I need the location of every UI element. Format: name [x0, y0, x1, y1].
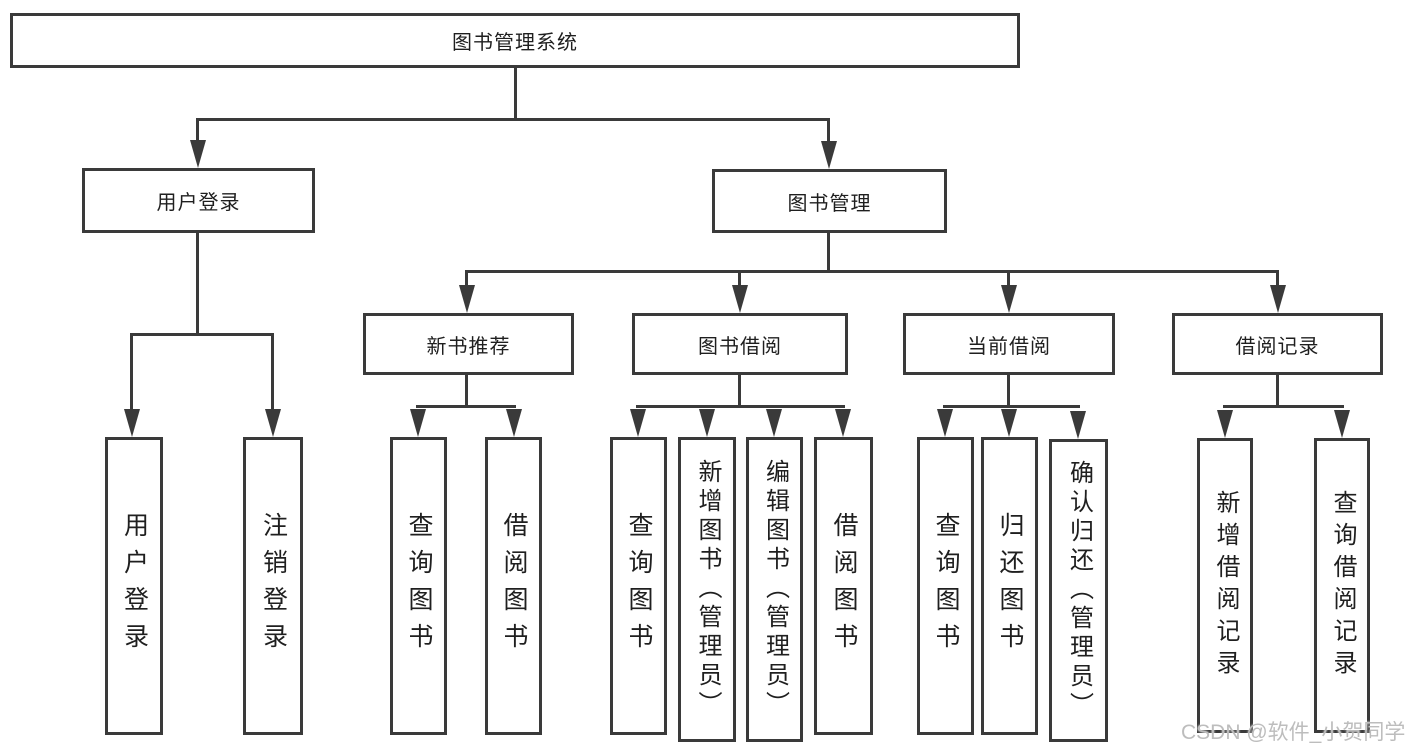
arrow-down-nbr-query [410, 409, 426, 437]
node-user-login-label: 用户登录 [156, 192, 241, 214]
connector-new-book-split [416, 405, 516, 408]
leaf-bb-query-books: 查询图书 [610, 437, 667, 735]
connector-root-split [196, 118, 830, 121]
connector-to-leaf-logout [271, 334, 274, 411]
leaf-bb-edit-books-admin-label: 编辑图书（管理员） [761, 459, 789, 720]
node-user-login: 用户登录 [82, 168, 315, 233]
leaf-nbr-query-books-label: 查询图书 [405, 512, 433, 660]
node-new-book-recommend: 新书推荐 [363, 313, 574, 375]
arrow-down-br-add [1217, 410, 1233, 438]
arrow-down-nbr-borrow [506, 409, 522, 437]
node-current-borrow-label: 当前借阅 [967, 335, 1051, 358]
arrow-down-bb-borrow [835, 409, 851, 437]
leaf-br-add-record-label: 新增借阅记录 [1212, 489, 1239, 682]
connector-book-management-stem [827, 233, 830, 273]
connector-borrow-records-stem [1276, 375, 1279, 408]
arrow-down-book-management [821, 141, 837, 169]
leaf-bb-borrow-books-label: 借阅图书 [830, 512, 858, 660]
leaf-user-login-label: 用户登录 [120, 512, 149, 660]
node-root: 图书管理系统 [10, 13, 1020, 68]
leaf-logout: 注销登录 [243, 437, 303, 735]
arrow-down-cb-query [937, 409, 953, 437]
leaf-cb-query-books: 查询图书 [917, 437, 974, 735]
arrow-down-book-borrow [732, 285, 748, 313]
connector-to-current-borrow [1007, 270, 1010, 288]
arrow-down-cb-return [1001, 409, 1017, 437]
arrow-down-bb-query [630, 409, 646, 437]
connector-current-borrow-stem [1007, 375, 1010, 408]
arrow-down-leaf-user-login [124, 409, 140, 437]
arrow-down-bb-edit [766, 409, 782, 437]
connector-to-user-login [196, 118, 199, 144]
node-current-borrow: 当前借阅 [903, 313, 1115, 375]
arrow-down-borrow-records [1270, 285, 1286, 313]
leaf-bb-add-books-admin: 新增图书（管理员） [678, 437, 736, 742]
leaf-cb-return-books: 归还图书 [981, 437, 1038, 735]
connector-borrow-records-split [1223, 405, 1344, 408]
arrow-down-user-login [190, 140, 206, 168]
node-book-management: 图书管理 [712, 169, 947, 233]
leaf-cb-return-books-label: 归还图书 [996, 512, 1024, 660]
connector-new-book-stem [465, 375, 468, 408]
arrow-down-bb-add [699, 409, 715, 437]
leaf-bb-add-books-admin-label: 新增图书（管理员） [694, 459, 721, 720]
leaf-nbr-borrow-books: 借阅图书 [485, 437, 542, 735]
arrow-down-new-book [459, 285, 475, 313]
leaf-br-query-record: 查询借阅记录 [1314, 438, 1370, 733]
connector-to-leaf-user-login [130, 334, 133, 411]
leaf-br-query-record-label: 查询借阅记录 [1329, 489, 1356, 682]
connector-to-borrow-records [1276, 270, 1279, 288]
connector-root-stem [514, 68, 517, 121]
connector-user-login-stem [196, 233, 199, 336]
leaf-cb-query-books-label: 查询图书 [932, 512, 960, 660]
leaf-nbr-query-books: 查询图书 [390, 437, 447, 735]
connector-to-book-management [827, 118, 830, 145]
arrow-down-cb-confirm [1070, 411, 1086, 439]
node-book-borrow: 图书借阅 [632, 313, 848, 375]
connector-current-borrow-split [943, 405, 1080, 408]
leaf-logout-label: 注销登录 [259, 512, 288, 660]
leaf-user-login: 用户登录 [105, 437, 163, 735]
leaf-bb-borrow-books: 借阅图书 [814, 437, 873, 735]
node-new-book-recommend-label: 新书推荐 [426, 335, 511, 358]
connector-to-book-borrow [738, 270, 741, 288]
connector-to-new-book [465, 270, 468, 288]
leaf-br-add-record: 新增借阅记录 [1197, 438, 1253, 733]
node-borrow-records: 借阅记录 [1172, 313, 1383, 375]
leaf-nbr-borrow-books-label: 借阅图书 [500, 512, 528, 660]
arrow-down-br-query [1334, 410, 1350, 438]
leaf-bb-query-books-label: 查询图书 [625, 512, 653, 660]
leaf-cb-confirm-return-admin-label: 确认归还（管理员） [1065, 460, 1093, 721]
node-book-management-label: 图书管理 [787, 192, 872, 215]
watermark: CSDN @软件_小贺同学 [1181, 721, 1405, 744]
arrow-down-current-borrow [1001, 285, 1017, 313]
node-root-label: 图书管理系统 [452, 32, 578, 54]
connector-user-login-split [130, 333, 274, 336]
leaf-bb-edit-books-admin: 编辑图书（管理员） [746, 437, 803, 742]
connector-book-borrow-split [636, 405, 845, 408]
leaf-cb-confirm-return-admin: 确认归还（管理员） [1049, 439, 1108, 742]
node-borrow-records-label: 借阅记录 [1235, 335, 1320, 358]
connector-book-borrow-stem [738, 375, 741, 408]
node-book-borrow-label: 图书借阅 [698, 335, 782, 358]
arrow-down-leaf-logout [265, 409, 281, 437]
connector-book-management-split [465, 270, 1279, 273]
